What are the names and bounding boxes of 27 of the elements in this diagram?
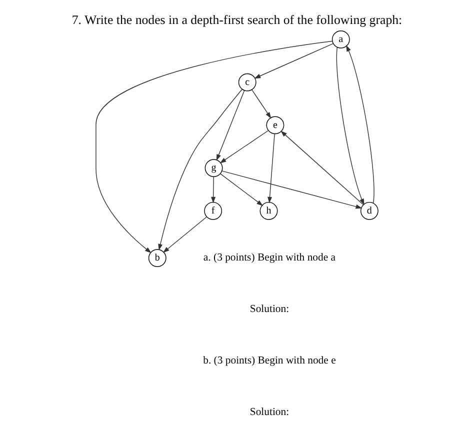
arrow — [251, 89, 272, 119]
arrow — [211, 176, 216, 204]
arrow — [158, 89, 242, 250]
node-circle: h — [260, 202, 278, 220]
node-circle: b — [148, 249, 166, 268]
node-circle: f — [204, 202, 222, 220]
node-circle: c — [238, 73, 256, 92]
arrow — [96, 40, 333, 254]
label: Solution: — [250, 302, 290, 315]
arrow — [222, 170, 362, 209]
label: a. (3 points) Begin with node a — [203, 252, 336, 264]
node-circle: d — [360, 202, 378, 220]
arrow — [216, 90, 245, 161]
label: b. (3 points) Begin with node e — [203, 354, 336, 366]
arrow — [268, 134, 275, 204]
node-circle: e — [266, 116, 284, 134]
arrow — [220, 130, 269, 164]
diagram-title: 7. Write the nodes in a depth-first search of the following graph: — [72, 13, 402, 28]
label: Solution: — [250, 406, 290, 418]
arrow — [220, 173, 264, 206]
arrow — [280, 130, 364, 206]
arrow — [162, 216, 208, 253]
node-circle: g — [204, 159, 223, 177]
arrow — [336, 46, 364, 206]
arrow — [254, 43, 334, 79]
arrow — [346, 45, 374, 204]
node-circle: a — [332, 30, 350, 48]
